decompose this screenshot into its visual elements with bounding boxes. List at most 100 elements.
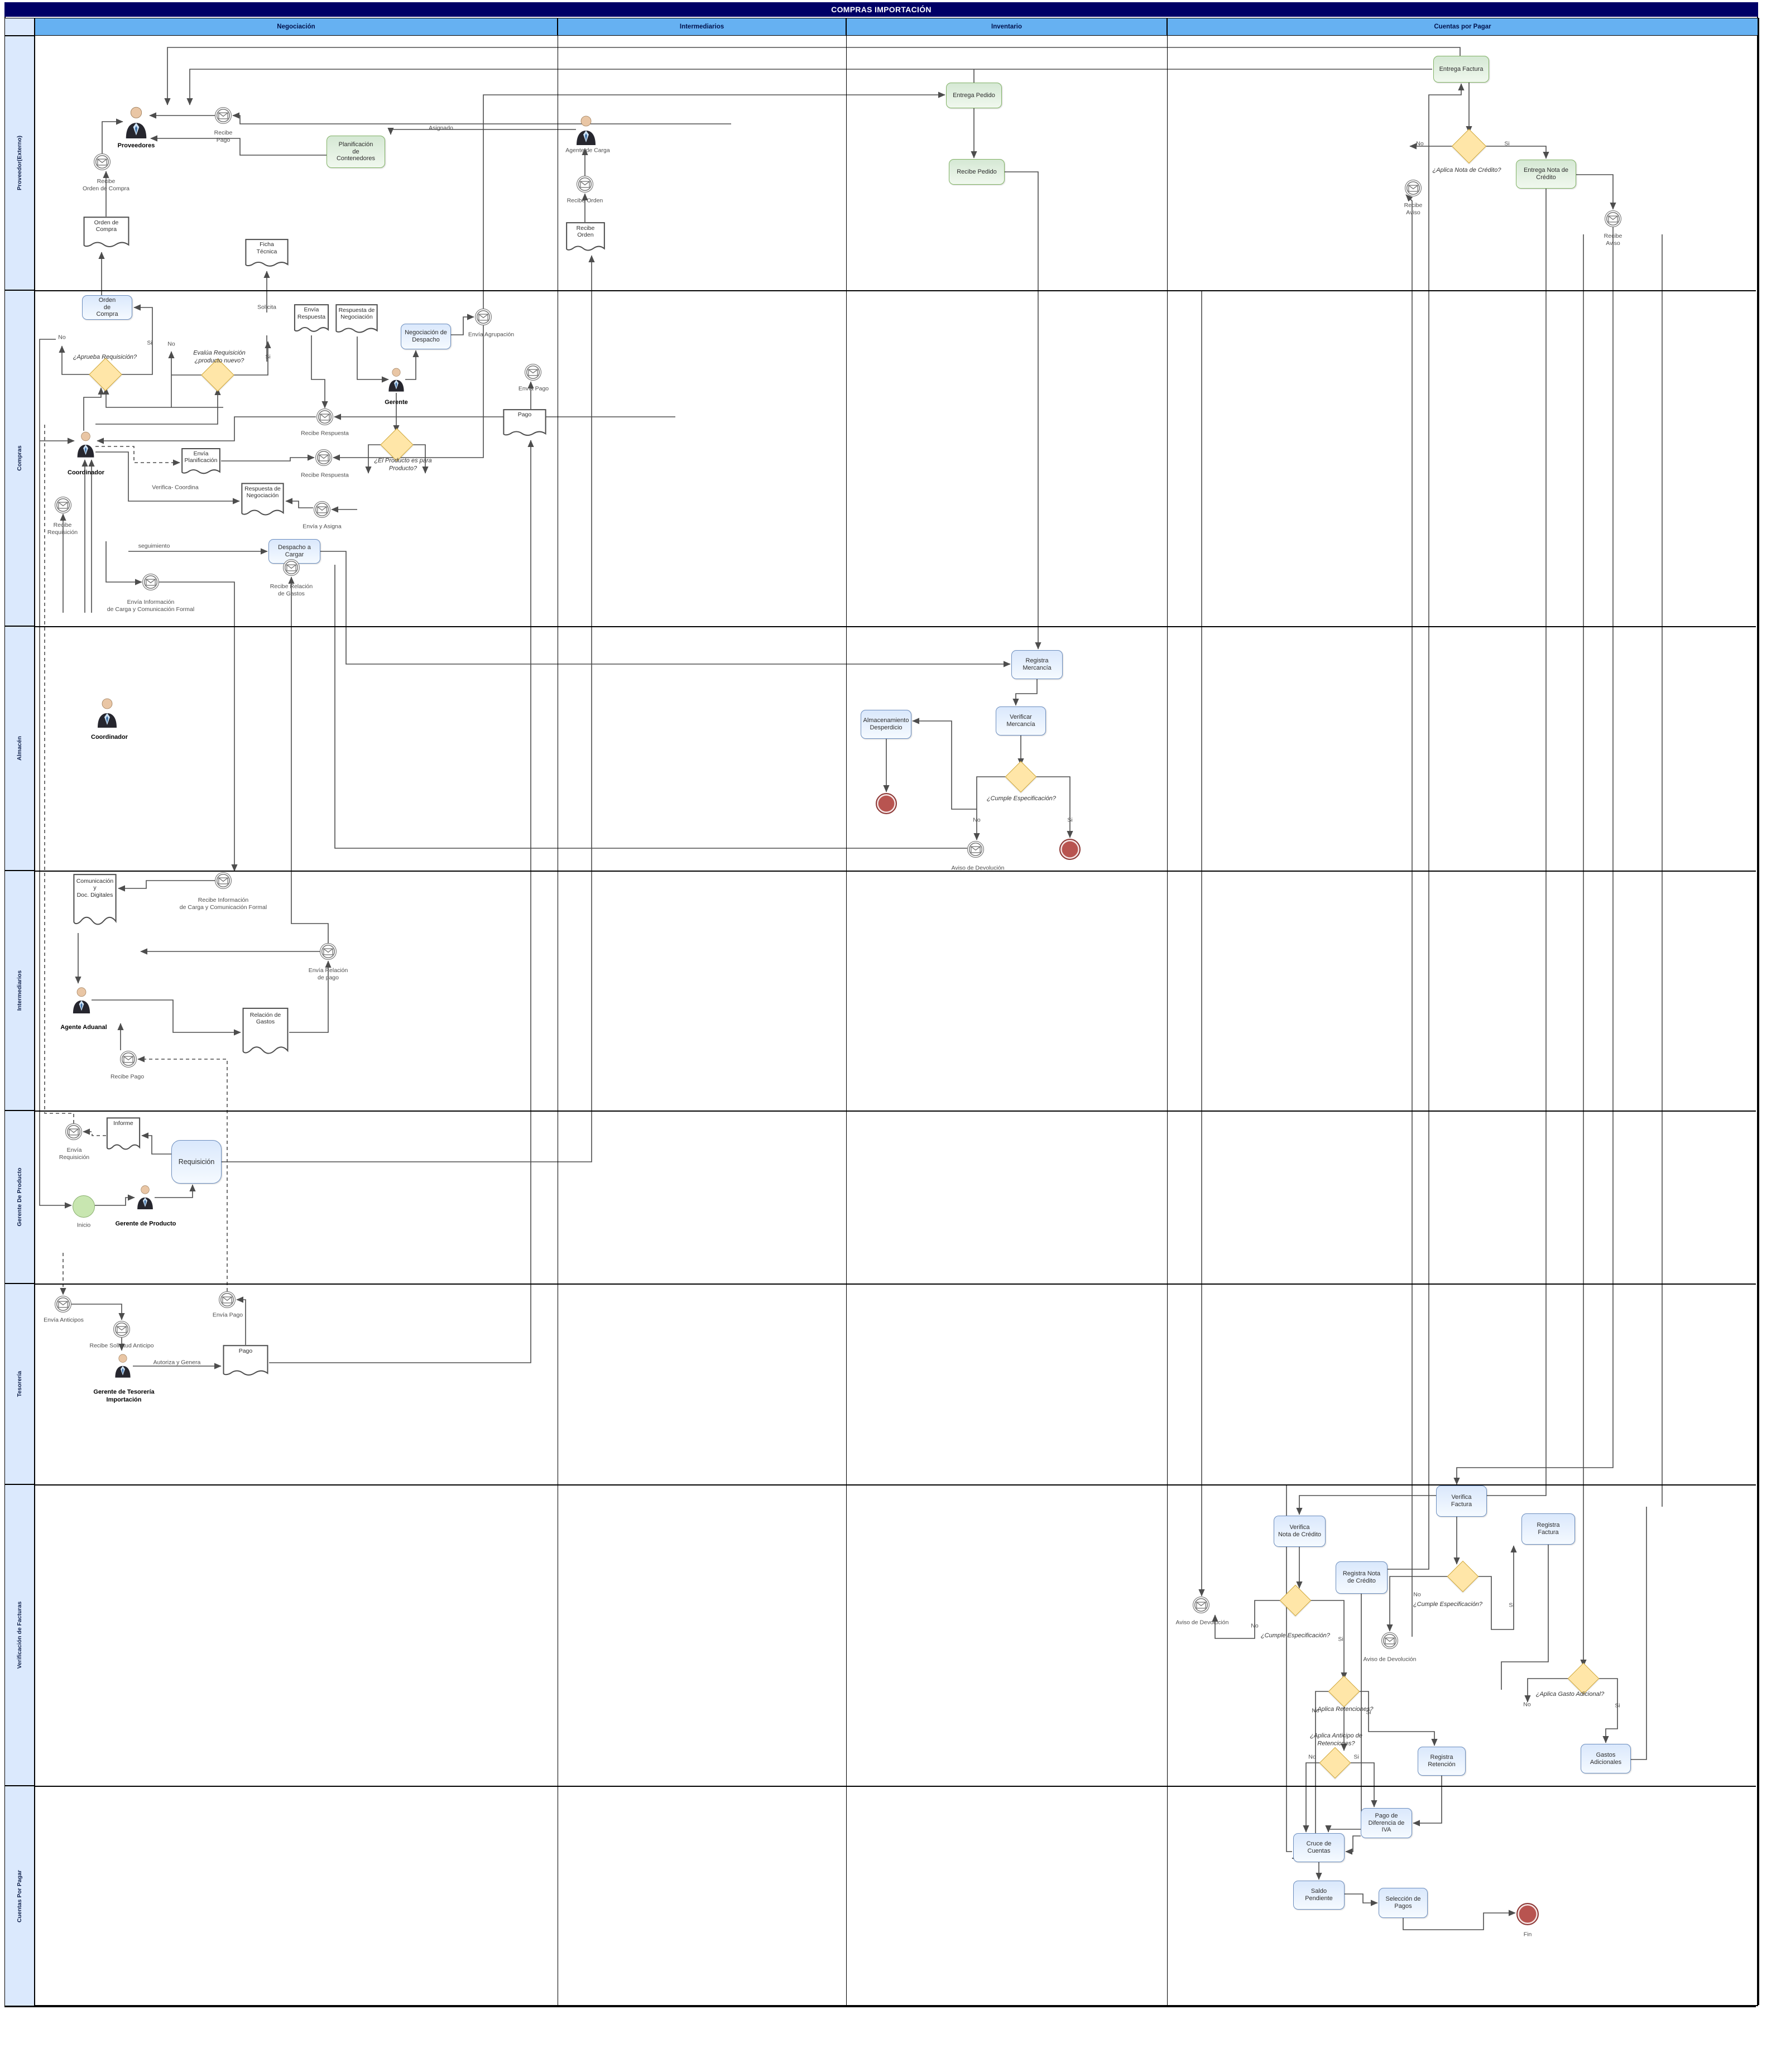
recibe-orden-event[interactable] <box>577 176 593 193</box>
gerente-producto-person[interactable] <box>136 1185 155 1209</box>
connector-71 <box>118 880 215 892</box>
registra-nota-task[interactable]: Registra Nota de Crédito <box>1336 1561 1388 1594</box>
envia-relacion-event[interactable] <box>320 943 337 960</box>
cumple-vf1-si: Si <box>1338 1636 1343 1643</box>
cruce-cuentas-task[interactable]: Cruce de Cuentas <box>1293 1833 1345 1862</box>
envia-pago-tesoreria-label: Envía Pago <box>212 1311 243 1319</box>
connector-48 <box>95 446 180 466</box>
recibe-solicitud-event[interactable] <box>113 1321 130 1338</box>
connector-73 <box>92 999 241 1036</box>
gerente-compras-person[interactable] <box>387 367 405 392</box>
recibe-respuesta1-event[interactable] <box>316 408 333 425</box>
recibe-pago-interm-event[interactable] <box>120 1051 137 1068</box>
lane-header-3: Intermediarios <box>4 871 35 1110</box>
recibe-pedido-task[interactable]: Recibe Pedido <box>949 159 1005 185</box>
envia-pago-compras-event[interactable] <box>525 364 541 381</box>
envia-pago-compras-label: Envía Pago <box>518 385 549 392</box>
connector-100 <box>1355 1691 1438 1746</box>
coordinador-compras-person[interactable] <box>76 431 95 458</box>
recibe-aviso1-event[interactable] <box>1405 180 1422 196</box>
producto-q: ¿El Producto es para Producto? <box>374 457 432 472</box>
connector-82 <box>71 1304 125 1320</box>
diagram-frame <box>4 2 1758 2006</box>
connector-16 <box>1005 171 1041 650</box>
envia-asigna-event[interactable] <box>314 501 330 518</box>
verifica-factura-task[interactable]: Verifica Factura <box>1436 1486 1487 1517</box>
connector-96 <box>1595 1678 1618 1743</box>
registra-factura-task[interactable]: Registra Factura <box>1521 1513 1575 1545</box>
pago-diferencia-iva-task[interactable]: Pago de Diferencia de IVA <box>1361 1808 1412 1838</box>
planificacion-contenedores-task[interactable]: Planificación de Contenedores <box>327 136 385 168</box>
entrega-pedido-task[interactable]: Entrega Pedido <box>946 83 1002 108</box>
corner-cell <box>4 18 35 36</box>
almacenamiento-task[interactable]: Almacenamiento Desperdicio <box>861 710 911 739</box>
agente-carga-person[interactable] <box>575 115 597 145</box>
connector-37 <box>83 387 104 431</box>
aplica-nota-q: ¿Aplica Nota de Crédito? <box>1432 167 1501 174</box>
connector-78 <box>155 1184 196 1198</box>
envia-requisicion-event[interactable] <box>65 1123 82 1140</box>
envia-agrupacion-event[interactable] <box>475 309 492 325</box>
recibe-informacion-event[interactable] <box>215 872 232 889</box>
seguimiento-label: seguimiento <box>138 542 170 550</box>
lane-divider <box>4 1283 1756 1285</box>
aviso-devolucion-vf2-event[interactable] <box>1381 1632 1398 1649</box>
connector-65 <box>1012 679 1038 706</box>
pago-compras-doc[interactable]: Pago <box>502 409 547 439</box>
gastos-adicionales-task[interactable]: Gastos Adicionales <box>1581 1744 1631 1773</box>
aviso-devolucion-almacen-event[interactable] <box>967 841 984 858</box>
recibe-pago-prov-event[interactable] <box>215 107 232 124</box>
coordinador-almacen-person[interactable] <box>96 698 118 728</box>
lane-header-7: Cuentas Por Pagar <box>4 1786 35 2006</box>
connector-88 <box>1307 1600 1347 1680</box>
requisicion-task[interactable]: Requisición <box>171 1140 222 1184</box>
envia-anticipos-event[interactable] <box>55 1296 71 1313</box>
negociacion-despacho-task[interactable]: Negociación de Despacho <box>401 324 451 349</box>
envia-informacion-event[interactable] <box>142 574 159 590</box>
column-divider-right <box>1758 18 1759 2005</box>
recibe-aviso2-event[interactable] <box>1605 210 1621 227</box>
orden-compra-task[interactable]: Orden de Compra <box>82 295 132 320</box>
gerente-tesoreria-person[interactable] <box>114 1353 132 1378</box>
evalua-no: No <box>167 340 175 348</box>
end-almacen1[interactable] <box>876 793 897 814</box>
recibe-relacion-event[interactable] <box>283 559 300 576</box>
seleccion-pagos-task[interactable]: Selección de Pagos <box>1379 1888 1428 1918</box>
lane-divider <box>4 1110 1756 1112</box>
fin-end[interactable] <box>1516 1903 1539 1925</box>
saldo-pendiente-task[interactable]: Saldo Pendiente <box>1293 1881 1345 1910</box>
gasto-adicional-si: Si <box>1615 1702 1620 1709</box>
entrega-nota-credito-task[interactable]: Entrega Nota de Crédito <box>1516 160 1576 189</box>
gerente-tesoreria-label: Gerente de Tesorería Importación <box>93 1388 155 1403</box>
informe-doc[interactable]: Informe <box>106 1117 141 1154</box>
connector-61 <box>288 576 329 944</box>
registra-mercancia-task[interactable]: Registra Mercancía <box>1011 650 1063 679</box>
recibe-orden-compra-event[interactable] <box>94 153 111 170</box>
connector-91 <box>1386 1576 1451 1632</box>
inicio-start[interactable] <box>73 1195 95 1218</box>
pago-tesoreria-doc[interactable]: Pago <box>222 1345 269 1379</box>
envia-pago-tesoreria-event[interactable] <box>219 1291 236 1308</box>
proveedores-person[interactable] <box>124 106 148 138</box>
connector-101 <box>1303 1762 1324 1833</box>
verifica-nota-task[interactable]: Verifica Nota de Crédito <box>1274 1516 1326 1547</box>
registra-retencion-task[interactable]: Registra Retención <box>1418 1747 1466 1776</box>
end-almacen2[interactable] <box>1059 839 1081 860</box>
recibe-respuesta2-event[interactable] <box>315 449 332 466</box>
verificar-mercancia-task[interactable]: Verificar Mercancía <box>996 706 1046 735</box>
agente-aduanal-person[interactable] <box>71 987 92 1013</box>
recibe-relacion-label: Recibe Relación de Gastos <box>270 583 313 597</box>
aviso-devolucion-vf1-event[interactable] <box>1193 1597 1209 1613</box>
recibe-requisicion-event[interactable] <box>55 497 71 513</box>
entrega-factura-task[interactable]: Entrega Factura <box>1433 56 1489 83</box>
